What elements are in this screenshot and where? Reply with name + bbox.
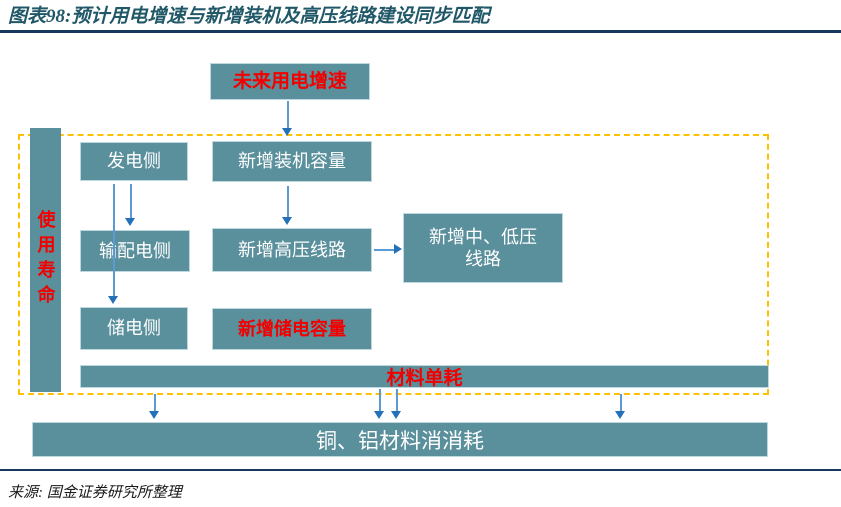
copper-aluminum-consumption-label: 铜、铝材料消消耗 bbox=[316, 429, 484, 453]
title-underline bbox=[0, 30, 841, 33]
arrow-generation-to-transmission bbox=[125, 184, 136, 226]
new-installed-capacity-box: 新增装机容量 bbox=[212, 141, 372, 182]
figure-title: 图表98:预计用电增速与新增装机及高压线路建设同步匹配 bbox=[8, 6, 490, 27]
arrow-generation-to-storage bbox=[108, 184, 119, 304]
footer-rule bbox=[0, 469, 841, 471]
lifespan-bar: 使用寿命 bbox=[30, 128, 61, 392]
copper-aluminum-consumption-bar: 铜、铝材料消消耗 bbox=[32, 422, 768, 457]
arrow-capacity-to-hv-lines bbox=[282, 186, 293, 225]
new-storage-capacity-box: 新增储电容量 bbox=[212, 308, 372, 350]
future-demand-label: 未来用电增速 bbox=[232, 70, 347, 92]
storage-side-box: 储电侧 bbox=[80, 307, 188, 350]
dashed-boundary bbox=[18, 134, 769, 395]
arrow-mid2-to-bottom-bar bbox=[391, 389, 402, 419]
arrow-mid1-to-bottom-bar bbox=[374, 389, 385, 419]
new-mlv-lines-box: 新增中、低压 线路 bbox=[403, 213, 563, 283]
future-demand-box: 未来用电增速 bbox=[210, 63, 370, 100]
arrow-left-to-bottom-bar bbox=[149, 394, 160, 419]
lifespan-label: 使用寿命 bbox=[35, 210, 56, 310]
new-hv-lines-label: 新增高压线路 bbox=[238, 239, 346, 260]
new-mlv-lines-label: 新增中、低压 线路 bbox=[429, 226, 537, 270]
new-storage-capacity-label: 新增储电容量 bbox=[238, 318, 346, 339]
arrow-right-to-bottom-bar bbox=[615, 394, 626, 419]
material-unit-consumption-label: 材料单耗 bbox=[386, 368, 463, 389]
new-hv-lines-box: 新增高压线路 bbox=[212, 228, 372, 272]
arrow-hv-to-mlv-lines bbox=[374, 244, 402, 255]
generation-side-label: 发电侧 bbox=[107, 151, 161, 172]
source-note: 来源: 国金证券研究所整理 bbox=[8, 485, 182, 501]
storage-side-label: 储电侧 bbox=[107, 318, 161, 339]
transmission-side-box: 输配电侧 bbox=[80, 230, 190, 272]
new-installed-capacity-label: 新增装机容量 bbox=[238, 151, 346, 172]
generation-side-box: 发电侧 bbox=[80, 142, 188, 181]
transmission-side-label: 输配电侧 bbox=[99, 240, 171, 261]
arrow-future-to-capacity bbox=[282, 101, 293, 136]
material-unit-consumption-bar: 材料单耗 bbox=[80, 365, 769, 389]
